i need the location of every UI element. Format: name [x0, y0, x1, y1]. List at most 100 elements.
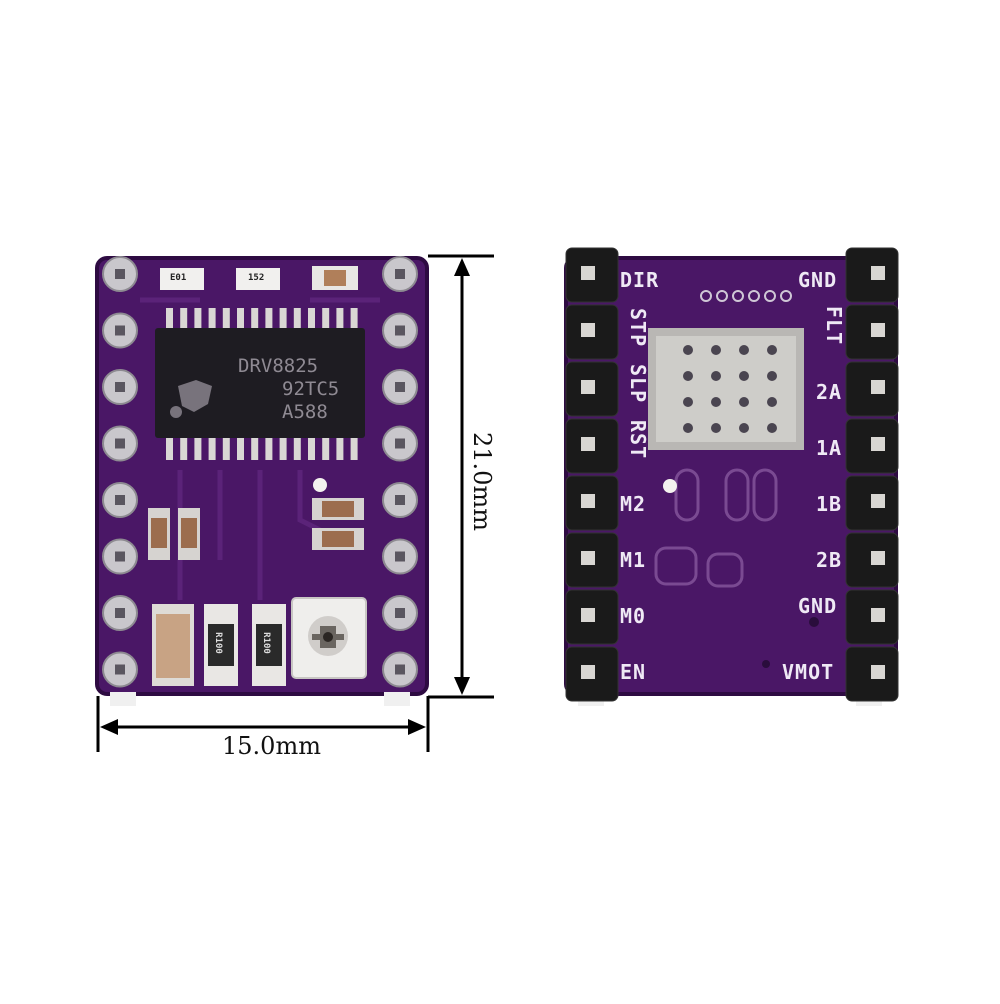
chip-leg — [180, 308, 188, 332]
left-pin-pads — [102, 256, 138, 688]
pin-tip — [395, 269, 405, 279]
header-pin — [581, 608, 595, 622]
resistor-body — [208, 624, 234, 666]
via — [716, 290, 728, 302]
cap-body — [181, 518, 197, 548]
thermal-via — [683, 345, 693, 355]
silk-gnd-bottom: GND — [798, 594, 838, 618]
thermal-via — [711, 345, 721, 355]
pin-tip — [115, 269, 125, 279]
silk-flt: FLT — [822, 306, 846, 346]
arrow-right — [408, 719, 426, 735]
silk-m1: M1 — [620, 548, 647, 572]
silk-gnd-top: GND — [798, 268, 838, 292]
header-pin — [871, 380, 885, 394]
cap-body — [156, 614, 190, 678]
header-pin — [581, 437, 595, 451]
chip-leg — [222, 436, 230, 460]
thermal-via — [711, 423, 721, 433]
pin-tip — [395, 382, 405, 392]
resistor-body — [256, 624, 282, 666]
cap-label-152: 152 — [248, 273, 265, 283]
potentiometer-center — [323, 632, 333, 642]
chip-leg — [336, 308, 344, 332]
chip-leg — [251, 436, 259, 460]
dimension-lines — [96, 254, 494, 752]
pin-tip — [395, 551, 405, 562]
chip-leg — [237, 308, 244, 332]
header-pin — [871, 323, 885, 337]
silk-1b: 1B — [816, 492, 843, 516]
chip-leg — [308, 308, 315, 332]
thermal-via — [711, 371, 721, 381]
thermal-via — [683, 423, 693, 433]
via — [313, 478, 327, 492]
chip-leg — [222, 308, 230, 332]
chip-leg — [308, 436, 315, 460]
ti-logo — [170, 380, 212, 418]
silk-m2: M2 — [620, 492, 647, 516]
chip-leg — [293, 436, 301, 460]
chip-leg — [279, 308, 287, 332]
silk-stp: STP — [626, 308, 650, 348]
pin-tip — [115, 438, 125, 449]
driver-chip — [155, 328, 365, 438]
chip-leg — [251, 308, 259, 332]
cap-body — [322, 531, 354, 547]
silk-2a: 2A — [816, 380, 843, 404]
thermal-via — [739, 423, 749, 433]
chip-leg — [350, 308, 358, 332]
thermal-via — [739, 371, 749, 381]
cap-body — [151, 518, 167, 548]
chip-leg — [194, 436, 202, 460]
silk-vmot: VMOT — [782, 660, 835, 684]
via — [764, 290, 776, 302]
chip-leg — [166, 308, 173, 332]
header-pin-stub — [384, 692, 410, 706]
via — [809, 617, 819, 627]
chip-leg — [194, 308, 202, 332]
pin-tip — [115, 664, 125, 675]
via — [780, 290, 792, 302]
pin-tip — [115, 325, 125, 336]
header-pin — [581, 380, 595, 394]
cap-e01 — [160, 268, 204, 290]
chip-marking-2: 92TC5 — [282, 378, 340, 400]
pin-tip — [115, 608, 125, 618]
chip-marking-3: A588 — [282, 401, 328, 423]
silk-slp: SLP — [626, 364, 650, 404]
back-board — [564, 247, 899, 706]
left-pin-header — [565, 247, 619, 702]
arrow-left — [100, 719, 118, 735]
thermal-via — [683, 371, 693, 381]
chip-leg — [279, 436, 287, 460]
chip-leg — [322, 436, 330, 460]
header-pin — [871, 266, 885, 280]
header-pin — [871, 551, 885, 565]
chip-leg — [166, 436, 173, 460]
thermal-via — [767, 371, 777, 381]
chip-marking-1: DRV8825 — [238, 355, 319, 377]
pin-tip — [115, 382, 125, 392]
silk-en: EN — [620, 660, 647, 684]
chip-leg — [293, 308, 301, 332]
chip-leg — [208, 308, 216, 332]
right-pin-header — [845, 247, 899, 702]
jumper-outline — [706, 552, 744, 588]
chip-leg — [322, 308, 330, 332]
front-board — [95, 256, 429, 706]
jumper-outline — [654, 546, 698, 586]
header-pin — [581, 323, 595, 337]
chip-leg — [265, 308, 273, 332]
silk-2b: 2B — [816, 548, 843, 572]
chip-legs — [166, 308, 358, 460]
pin-tip — [115, 551, 125, 562]
header-pin — [581, 551, 595, 565]
silk-m0: M0 — [620, 604, 647, 628]
solder-jumper — [752, 468, 778, 522]
via — [762, 660, 770, 668]
thermal-via — [767, 345, 777, 355]
pin-tip — [395, 495, 405, 505]
height-label: 21.0mm — [468, 432, 496, 531]
